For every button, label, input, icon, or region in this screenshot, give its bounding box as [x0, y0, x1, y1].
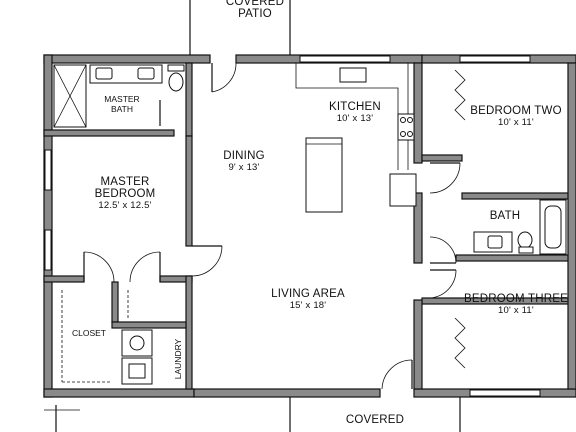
closet-label: CLOSET	[71, 328, 106, 338]
bedroom-two-label: BEDROOM TWO 10' x 11'	[470, 105, 562, 128]
bedroom-three-label: BEDROOM THREE 10' x 11'	[464, 293, 568, 316]
covered-bottom-outline	[44, 397, 461, 432]
bath-fixtures	[473, 199, 567, 255]
laundry-label: LAUNDRY	[173, 338, 183, 380]
covered-patio-label: COVERED PATIO	[225, 0, 285, 20]
master-bath-label: MASTER BATH	[104, 94, 140, 114]
closet-shelves	[61, 290, 129, 383]
windows	[44, 55, 541, 397]
doors	[83, 62, 466, 390]
bath-label: BATH	[489, 210, 521, 222]
kitchen-fixtures	[295, 63, 417, 213]
master-bedroom-label: MASTER BEDROOM 12.5' x 12.5'	[94, 176, 156, 211]
living-area-label: LIVING AREA 15' x 18'	[271, 288, 345, 311]
interior-walls	[43, 62, 576, 390]
covered-patio-outline	[189, 0, 291, 55]
laundry-fixtures	[121, 329, 153, 385]
dining-label: DINING 9' x 13'	[223, 150, 265, 173]
kitchen-label: KITCHEN 10' x 13'	[329, 101, 381, 124]
master-bath-fixtures	[53, 64, 185, 128]
covered-bottom-label: COVERED	[345, 414, 405, 426]
